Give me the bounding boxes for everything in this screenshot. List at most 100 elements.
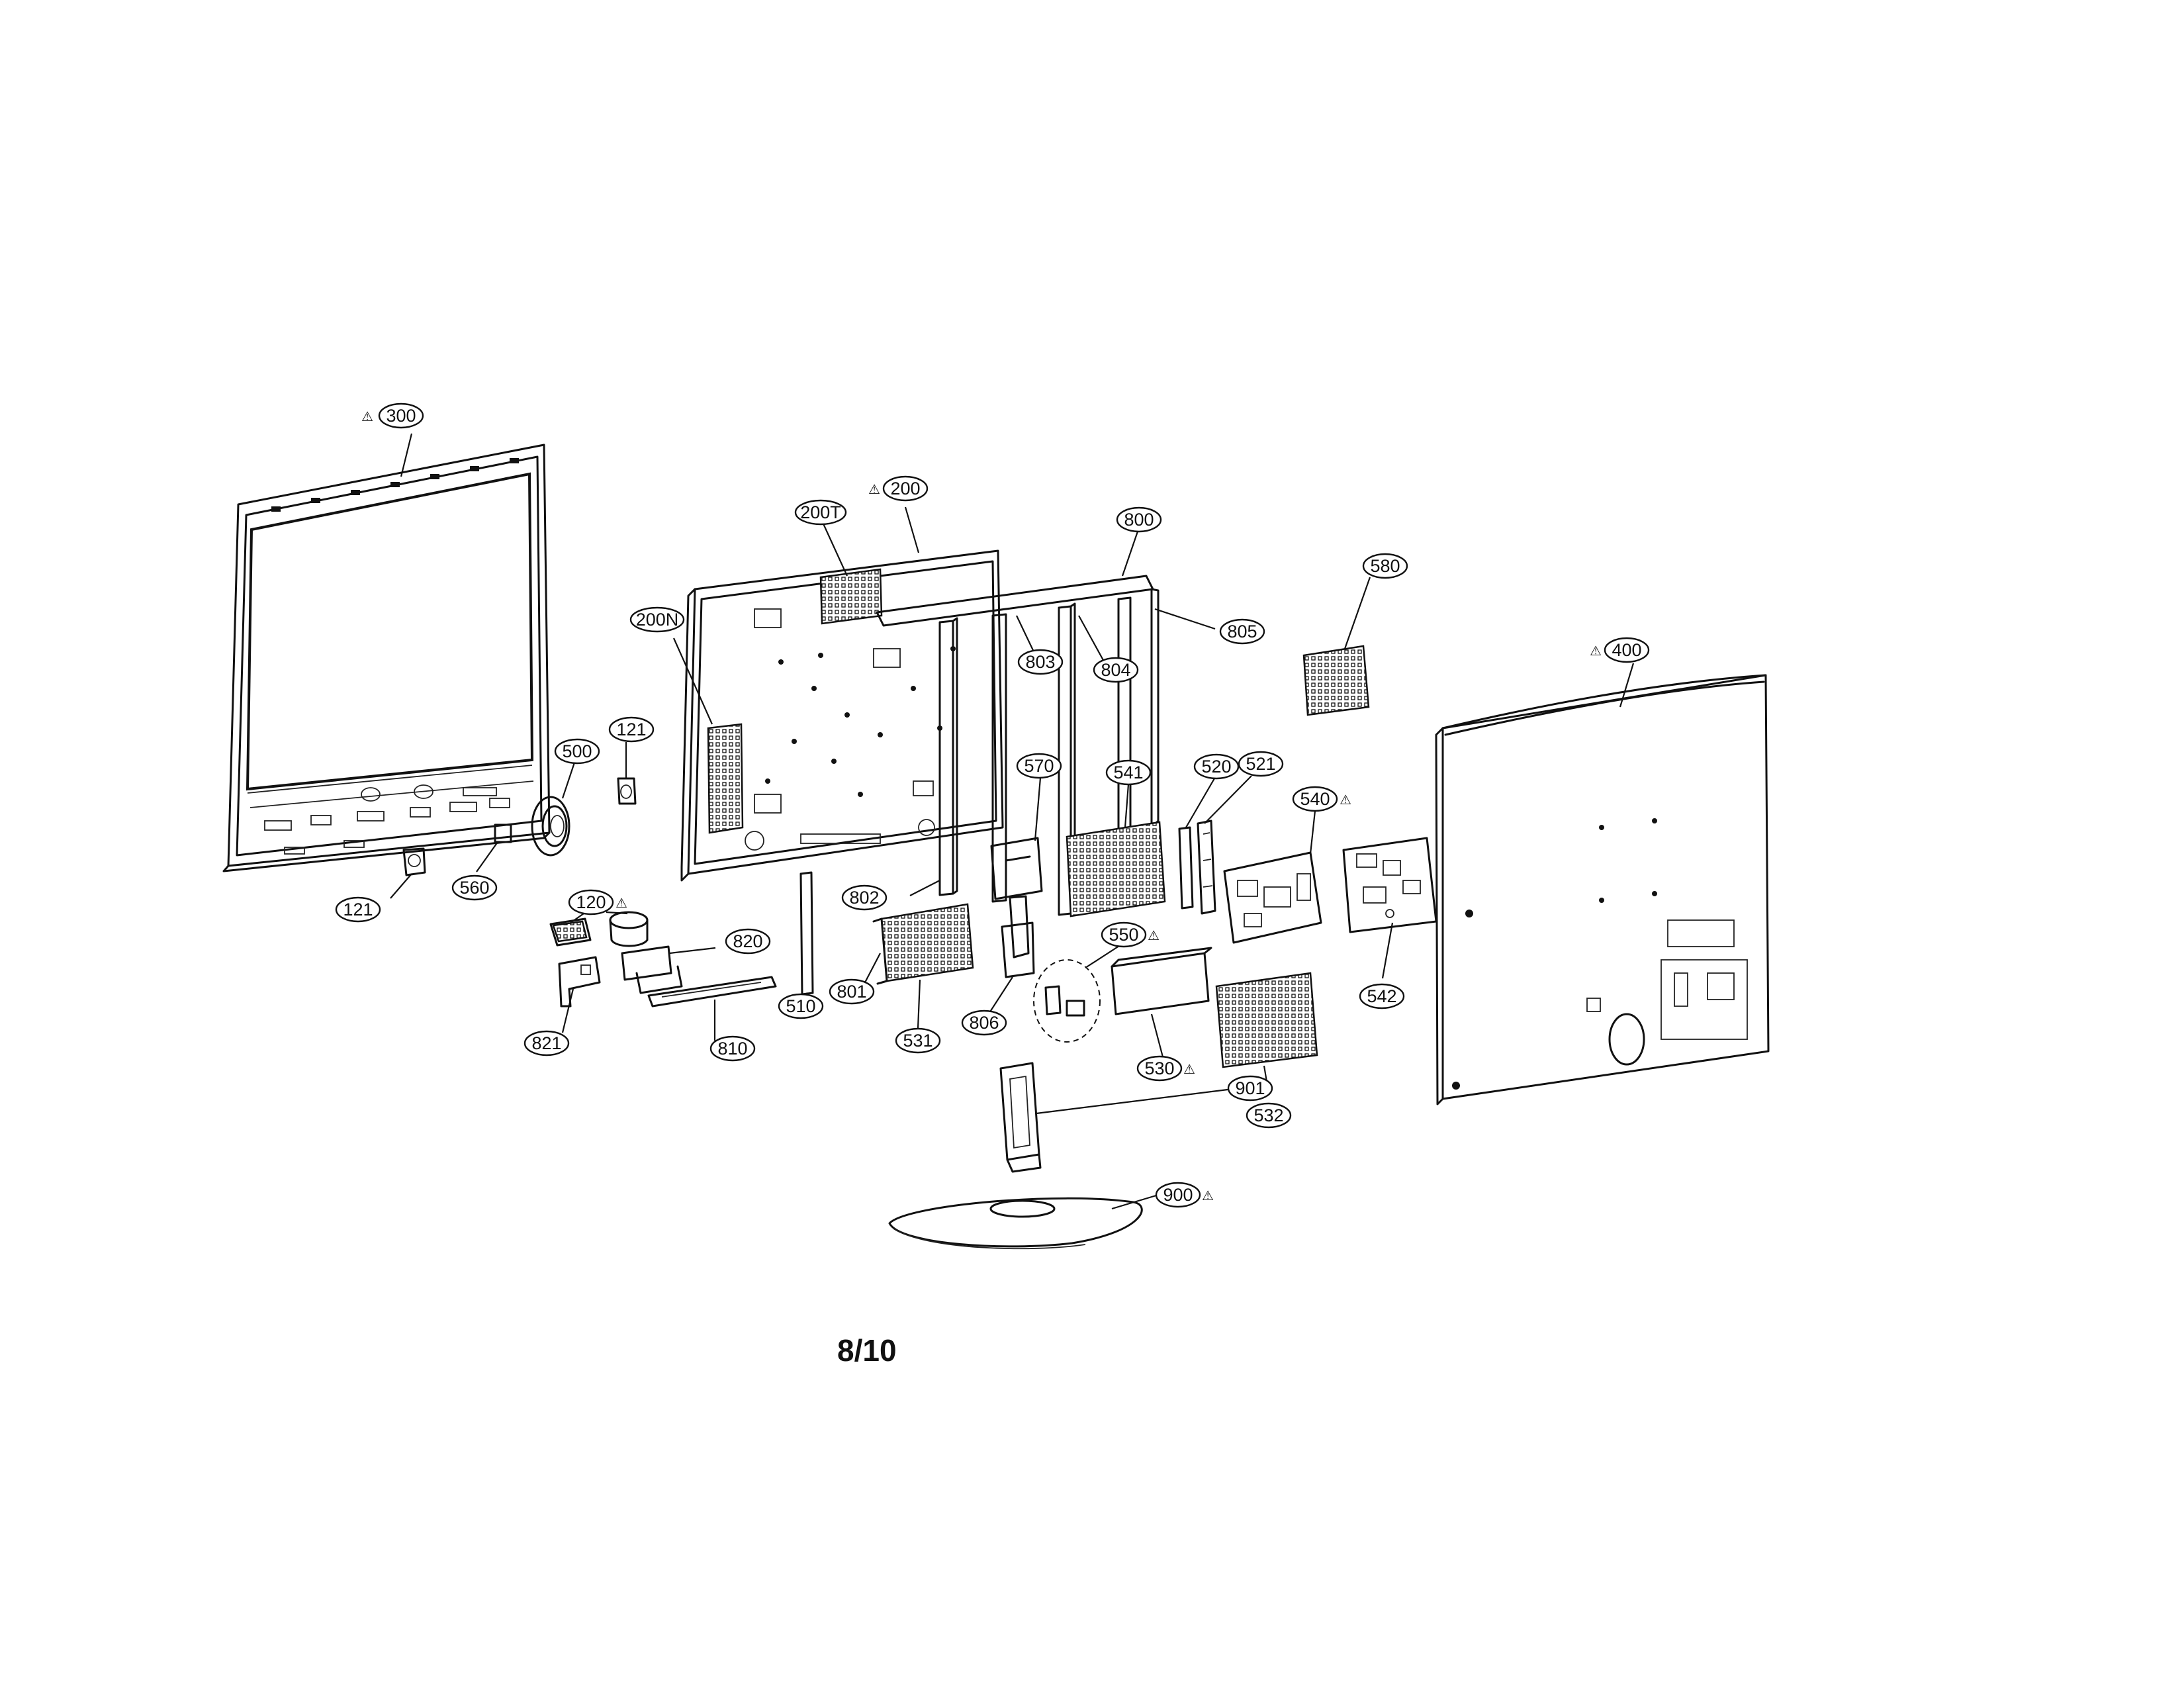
part-900-stand-base [888,1197,1143,1250]
callout-500: 500 [554,738,600,765]
page-number: 8/10 [837,1333,897,1368]
svg-text:400: 400 [1612,640,1641,660]
svg-text:121: 121 [343,900,373,919]
svg-text:⚠: ⚠ [361,408,373,424]
svg-text:532: 532 [1253,1105,1283,1125]
callout-570: 570 [1016,753,1062,779]
part-521-board [1197,820,1216,915]
callout-800: 800 [1116,506,1162,533]
svg-text:521: 521 [1246,754,1275,774]
callout-804: 804 [1093,657,1139,683]
part-back-cover [1435,674,1770,1105]
callout-200N: 200N [629,606,685,633]
callout-121-upper: 121 [608,716,655,743]
svg-text:810: 810 [717,1039,747,1058]
callout-580: 580 [1362,553,1408,579]
part-901-stand-neck [999,1062,1042,1173]
callout-821: 821 [523,1030,570,1056]
part-806 [1001,921,1035,978]
part-speaker-500 [531,796,570,857]
svg-text:300: 300 [386,406,416,426]
svg-text:803: 803 [1025,652,1055,672]
part-550-switch [1033,959,1101,1043]
callout-520: 520 [1193,753,1240,780]
svg-text:200N: 200N [636,610,679,630]
callout-200T: 200T [794,499,847,526]
callout-806: 806 [961,1009,1007,1036]
svg-text:530: 530 [1144,1058,1174,1078]
part-821-bracket [558,956,601,1008]
callout-820: 820 [725,928,771,955]
callout-901: 901 [1227,1075,1273,1102]
part-121-lower [402,847,426,876]
callout-541: 541 [1105,759,1152,786]
callout-801: 801 [829,978,875,1005]
svg-text:⚠: ⚠ [1590,643,1602,659]
callout-300: ⚠ 300 [361,402,424,429]
part-530-powerboard [1111,947,1212,1015]
svg-text:⚠: ⚠ [1183,1061,1195,1077]
callout-521: 521 [1238,751,1284,777]
svg-text:901: 901 [1235,1078,1265,1098]
callout-540: 540 ⚠ [1292,786,1351,812]
svg-text:200: 200 [890,479,920,498]
svg-text:802: 802 [849,888,879,908]
svg-text:⚠: ⚠ [1340,792,1351,808]
part-front-bezel [222,444,551,872]
svg-text:510: 510 [786,996,815,1016]
leader-lines [390,433,1635,1210]
svg-text:801: 801 [837,982,866,1002]
svg-text:540: 540 [1300,789,1330,809]
part-121-upper [617,777,637,805]
callout-531: 531 [895,1027,941,1054]
svg-text:⚠: ⚠ [1202,1188,1214,1203]
callout-805: 805 [1219,618,1265,645]
callout-810: 810 [709,1035,756,1062]
callout-803: 803 [1017,649,1064,675]
svg-text:800: 800 [1124,510,1154,530]
part-810-board [647,976,777,1008]
svg-text:805: 805 [1227,622,1257,641]
svg-text:⚠: ⚠ [868,481,880,497]
part-580-board [1302,645,1370,716]
svg-text:520: 520 [1201,757,1231,776]
callout-802: 802 [841,884,887,911]
svg-text:550: 550 [1109,925,1138,945]
svg-text:121: 121 [616,720,646,739]
part-120-control [549,911,649,947]
svg-text:500: 500 [562,741,592,761]
svg-text:⚠: ⚠ [615,895,627,911]
callout-400: ⚠ 400 [1590,637,1650,663]
part-532-shield [1215,972,1318,1068]
svg-text:541: 541 [1113,763,1143,782]
svg-text:821: 821 [531,1033,561,1053]
part-lcd-panel [680,549,1004,882]
svg-text:⚠: ⚠ [1148,927,1160,943]
svg-text:820: 820 [733,931,762,951]
callout-530: 530 ⚠ [1136,1055,1195,1082]
svg-text:570: 570 [1024,756,1054,776]
svg-text:580: 580 [1370,556,1400,576]
callout-900: 900 ⚠ [1155,1182,1214,1208]
part-520-board [1178,826,1194,910]
svg-text:200T: 200T [800,502,841,522]
callout-560: 560 [451,874,498,901]
svg-text:900: 900 [1163,1185,1193,1205]
part-541-shield [1066,821,1166,917]
callout-510: 510 [778,993,824,1019]
callout-542: 542 [1359,983,1405,1009]
part-570-psu [990,837,1043,959]
callout-121-lower: 121 [335,896,381,923]
svg-text:542: 542 [1367,986,1396,1006]
part-540-mainboard [1223,851,1322,944]
callout-550: 550 ⚠ [1101,921,1160,948]
svg-text:531: 531 [903,1031,933,1051]
callout-200: ⚠ 200 [868,475,929,502]
svg-text:560: 560 [459,878,489,898]
part-510 [799,871,814,996]
svg-text:806: 806 [969,1013,999,1033]
part-560 [494,823,512,843]
part-542-board [1342,837,1437,933]
svg-text:120: 120 [576,892,606,912]
